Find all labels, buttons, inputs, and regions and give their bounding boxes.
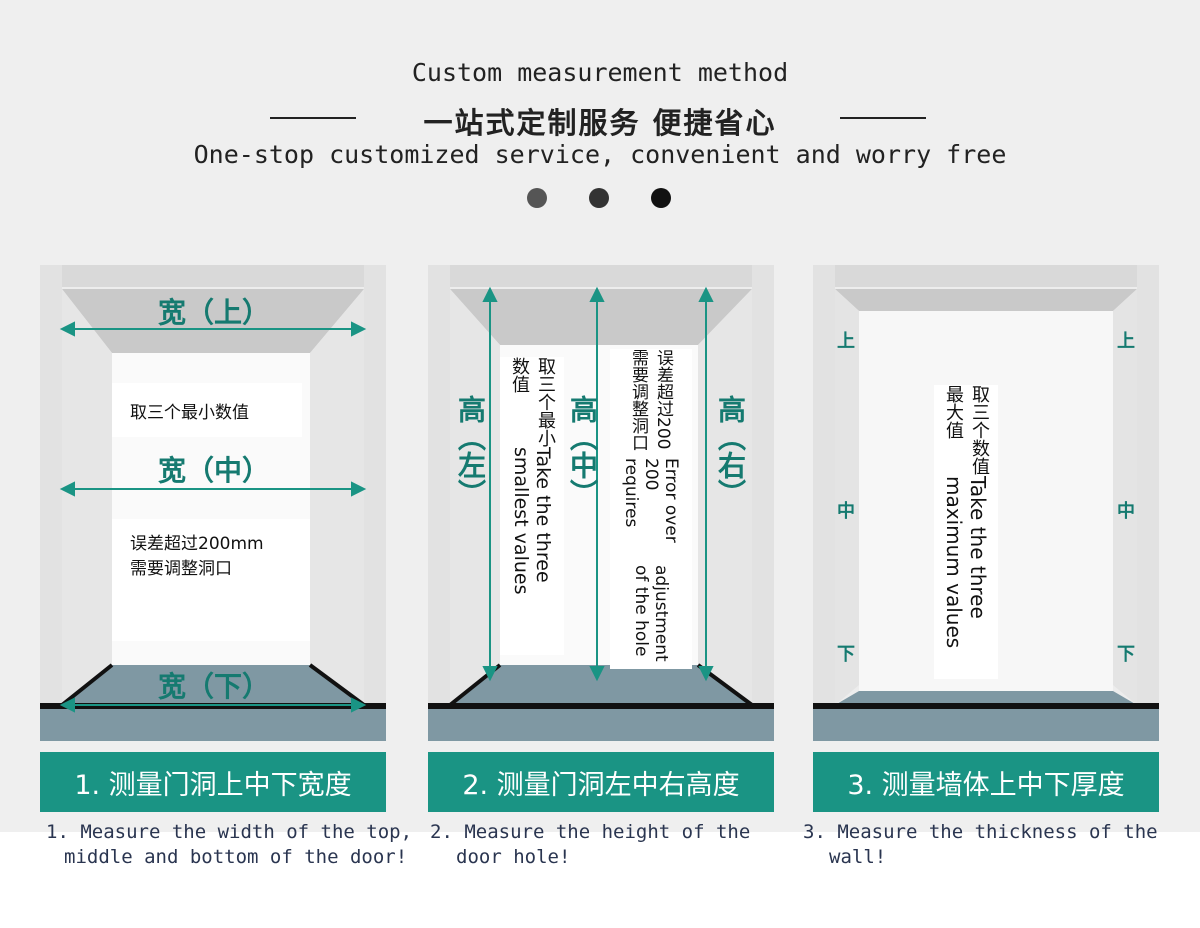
door-illustration (428, 265, 774, 741)
label-thickness-middle-left: 中 (837, 501, 855, 522)
title-en: Custom measurement method (411, 58, 789, 87)
dot (651, 188, 671, 208)
label-thickness-bottom-right: 下 (1117, 644, 1135, 665)
banner-step-1: 1. 测量门洞上中下宽度 (40, 752, 386, 812)
subtitle: One-stop customized service, convenient … (193, 140, 1007, 169)
caption-line: wall! (829, 846, 887, 868)
note-text-en: Take the three smallest values (510, 447, 554, 595)
divider (840, 117, 926, 119)
label-width-top: 宽（上） (158, 296, 271, 329)
dot (589, 188, 609, 208)
panel-width: 宽（上） 取三个最小数值 宽（中） 误差超过200mm 需要调整洞口 宽（下） (40, 265, 386, 741)
banner-step-2: 2. 测量门洞左中右高度 (428, 752, 774, 812)
note-min-values: 取三个最小数值 (112, 383, 302, 437)
caption-line: middle and bottom of the door! (64, 846, 408, 868)
caption-step-1: 1. Measure the width of the top, middle a… (46, 820, 412, 870)
note-text-cn: 误差超过200需要调整洞口 (628, 349, 673, 451)
label-thickness-top-left: 上 (837, 331, 855, 352)
caption-line: 3. Measure the thickness of the (803, 821, 1158, 843)
label-height-middle: 高（中） (566, 395, 599, 507)
label-thickness-top-right: 上 (1117, 331, 1135, 352)
note-text-en: Take the three maximum values (942, 475, 990, 649)
label-width-middle: 宽（中） (158, 454, 271, 487)
note-error: 误差超过200mm 需要调整洞口 (112, 519, 310, 641)
banner-step-3: 3. 测量墙体上中下厚度 (813, 752, 1159, 812)
title-cn: 一站式定制服务 便捷省心 (423, 106, 777, 140)
caption-line: 1. Measure the width of the top, (46, 821, 413, 843)
dot (527, 188, 547, 208)
note-text: 取三个最小数值 (130, 402, 249, 423)
divider (270, 117, 356, 119)
label-thickness-bottom-left: 下 (837, 644, 855, 665)
caption-step-2: 2. Measure the height of the door hole! (430, 820, 750, 870)
note-error: 误差超过200需要调整洞口 Error over 200 requires adju… (610, 349, 692, 669)
caption-line: door hole! (456, 846, 571, 868)
note-text-en: Error over 200 requires (621, 458, 681, 543)
label-height-left: 高（左） (454, 395, 487, 507)
label-height-right: 高（右） (714, 395, 747, 507)
label-thickness-middle-right: 中 (1117, 501, 1135, 522)
caption-line: 2. Measure the height of the (430, 821, 751, 843)
note-text-en: adjustment of the hole (631, 564, 671, 662)
note-text: 需要调整洞口 (130, 559, 232, 579)
note-text-cn: 取三个数值最大值 (943, 385, 990, 475)
note-text: 误差超过200mm (130, 534, 264, 554)
caption-step-3: 3. Measure the thickness of the wall! (803, 820, 1158, 870)
note-text-cn: 取三个最小数值 (509, 357, 556, 447)
label-width-bottom: 宽（下） (158, 670, 271, 703)
